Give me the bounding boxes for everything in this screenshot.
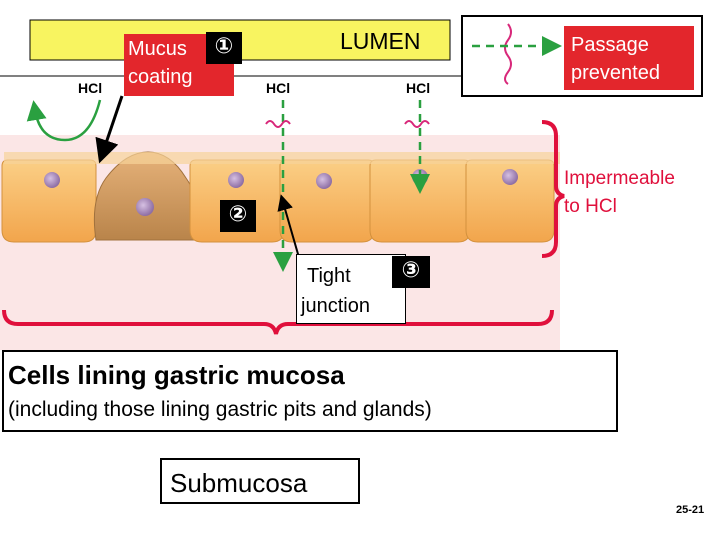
barrier-squiggle [265,120,291,128]
tight-junction-line1: Tight [307,265,351,287]
slide-number: 25-21 [676,504,705,516]
nucleus [502,169,518,185]
step-1-marker: ① [206,32,242,64]
hcl-label-right: HCl [406,80,431,96]
cells-lining-title: Cells lining gastric mucosa [8,360,345,390]
legend-label-line2: prevented [571,62,660,84]
cells-bracket [2,309,554,335]
cells-lining-box: Cells lining gastric mucosa (including t… [2,350,618,432]
legend-label-line1: Passage [571,34,649,56]
nucleus [44,172,60,188]
cell [1,159,97,243]
mucus-label-line2: coating [128,66,193,88]
impermeable-bracket [541,120,565,258]
cells-lining-subtitle: (including those lining gastric pits and… [8,398,432,421]
lumen-title: LUMEN [340,28,421,54]
impermeable-line1: Impermeable [564,168,675,189]
cell [279,159,375,243]
cell-row [1,151,555,243]
step-3-marker: ③ [392,256,430,288]
legend-squiggle [504,23,512,85]
hcl-label-middle: HCl [266,80,291,96]
nucleus [136,198,154,216]
submucosa-label: Submucosa [170,468,308,498]
nucleus [228,172,244,188]
tight-junction-line2: junction [301,295,370,317]
nuclei [44,169,518,216]
nucleus [316,173,332,189]
step-2-marker: ② [220,200,256,232]
hcl-label-left: HCl [78,80,103,96]
tight-junction-box: Tight junction [296,254,406,324]
mucus-label-line1: Mucus [128,38,187,60]
barrier-squiggle [404,120,430,128]
impermeable-line2: to HCl [564,196,617,217]
recycle-arrow [26,99,102,142]
submucosa-box: Submucosa [160,458,360,504]
mucus-pointer-arrow [95,95,124,164]
legend-label-bg [564,26,694,90]
